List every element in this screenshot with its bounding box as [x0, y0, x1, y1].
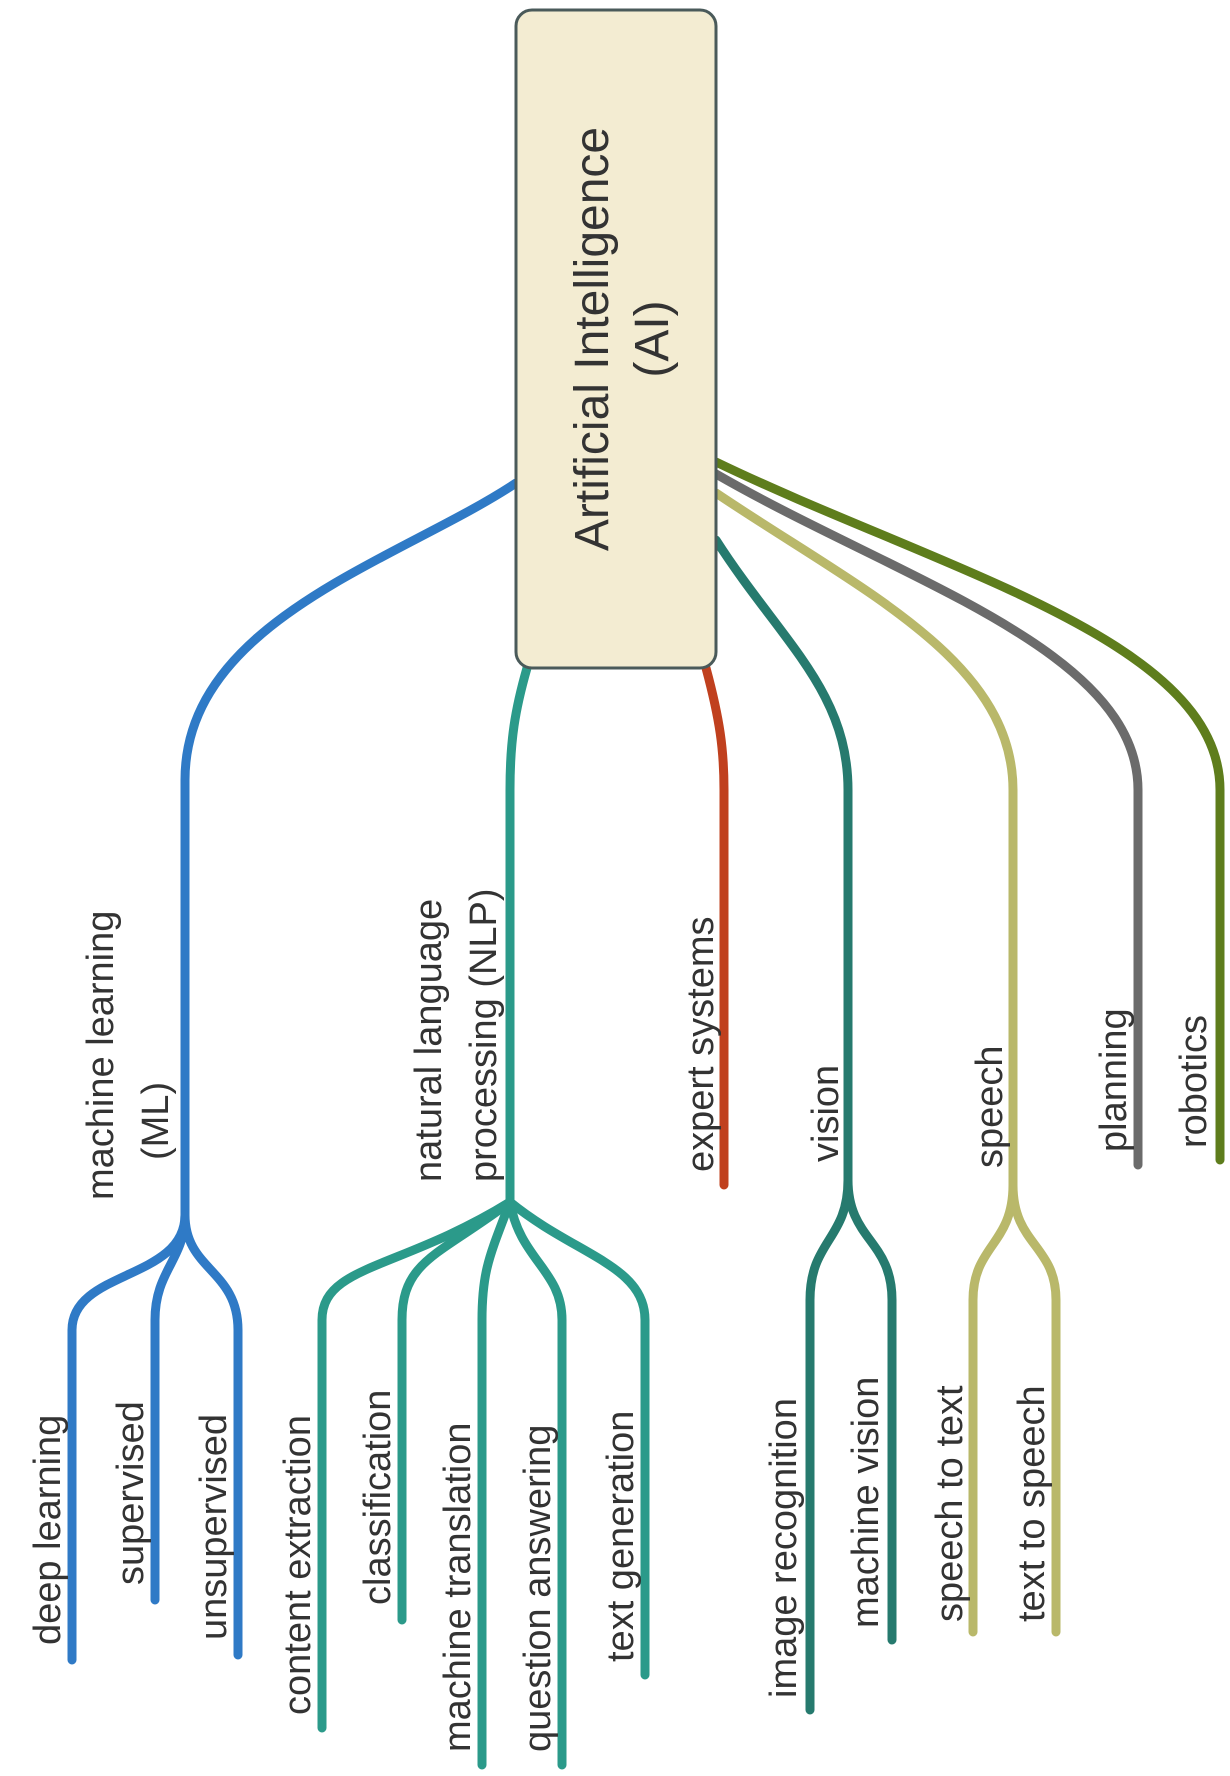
root-box	[514, 8, 718, 670]
root-title-line2: (AI)	[626, 300, 679, 377]
ml-child-supervised: supervised	[110, 1401, 152, 1585]
nlp-child-classification-line	[397, 1197, 515, 1625]
vision-label: vision	[805, 1065, 847, 1162]
nlp-child-machine-translation: machine translation	[437, 1422, 479, 1752]
nlp-label-line1: natural language	[408, 899, 450, 1182]
vision-child-image-recognition-line	[805, 1175, 853, 1715]
ml-connector	[180, 478, 521, 1220]
speech-label: speech	[969, 1045, 1011, 1168]
ml-label-line1: machine learning	[80, 911, 122, 1200]
nlp-child-machine-translation-line	[477, 1197, 515, 1770]
nlp-child-question-answering: question answering	[517, 1425, 559, 1752]
branch-nlp: natural language processing (NLP) conten…	[277, 663, 650, 1770]
nlp-child-classification: classification	[357, 1390, 399, 1605]
ml-child-deep-learning: deep learning	[27, 1415, 69, 1645]
expert-systems-label: expert systems	[680, 916, 722, 1172]
branch-speech: speech speech to text text to speech	[711, 488, 1061, 1637]
speech-child-speech-to-text-line	[968, 1180, 1018, 1637]
vision-child-image-recognition: image recognition	[763, 1398, 805, 1698]
speech-connector	[711, 488, 1018, 1190]
nlp-child-text-generation: text generation	[600, 1411, 642, 1662]
ml-child-supervised-line	[150, 1210, 190, 1605]
nlp-connector	[505, 663, 532, 1207]
branch-machine-learning: machine learning (ML) deep learning supe…	[27, 478, 521, 1665]
robotics-connector	[711, 457, 1225, 1165]
ml-child-unsupervised: unsupervised	[193, 1414, 235, 1640]
nlp-child-text-generation-line	[505, 1197, 650, 1680]
ml-label-line2: (ML)	[135, 1082, 177, 1160]
nlp-child-content-extraction-line	[317, 1197, 515, 1733]
speech-child-speech-to-text: speech to text	[929, 1385, 971, 1622]
robotics-label: robotics	[1173, 1015, 1215, 1148]
nlp-label-line2: processing (NLP)	[463, 888, 505, 1182]
ml-child-unsupervised-line	[180, 1210, 243, 1660]
vision-child-machine-vision: machine vision	[845, 1377, 887, 1628]
speech-child-text-to-speech: text to speech	[1011, 1385, 1053, 1622]
root-title-line1: Artificial Intelligence	[566, 127, 619, 551]
branch-vision: vision image recognition machine vision	[711, 535, 897, 1715]
planning-connector	[711, 469, 1143, 1170]
branch-robotics: robotics	[711, 457, 1225, 1165]
nlp-child-content-extraction: content extraction	[277, 1415, 319, 1715]
vision-child-machine-vision-line	[843, 1175, 897, 1645]
root-node: Artificial Intelligence (AI)	[514, 8, 718, 670]
vision-connector	[711, 535, 853, 1185]
nlp-child-question-answering-line	[505, 1197, 567, 1770]
expert-connector	[701, 663, 729, 1190]
branch-expert-systems: expert systems	[680, 663, 729, 1190]
branch-planning: planning	[711, 469, 1143, 1170]
planning-label: planning	[1093, 1008, 1135, 1152]
speech-child-text-to-speech-line	[1008, 1180, 1061, 1637]
